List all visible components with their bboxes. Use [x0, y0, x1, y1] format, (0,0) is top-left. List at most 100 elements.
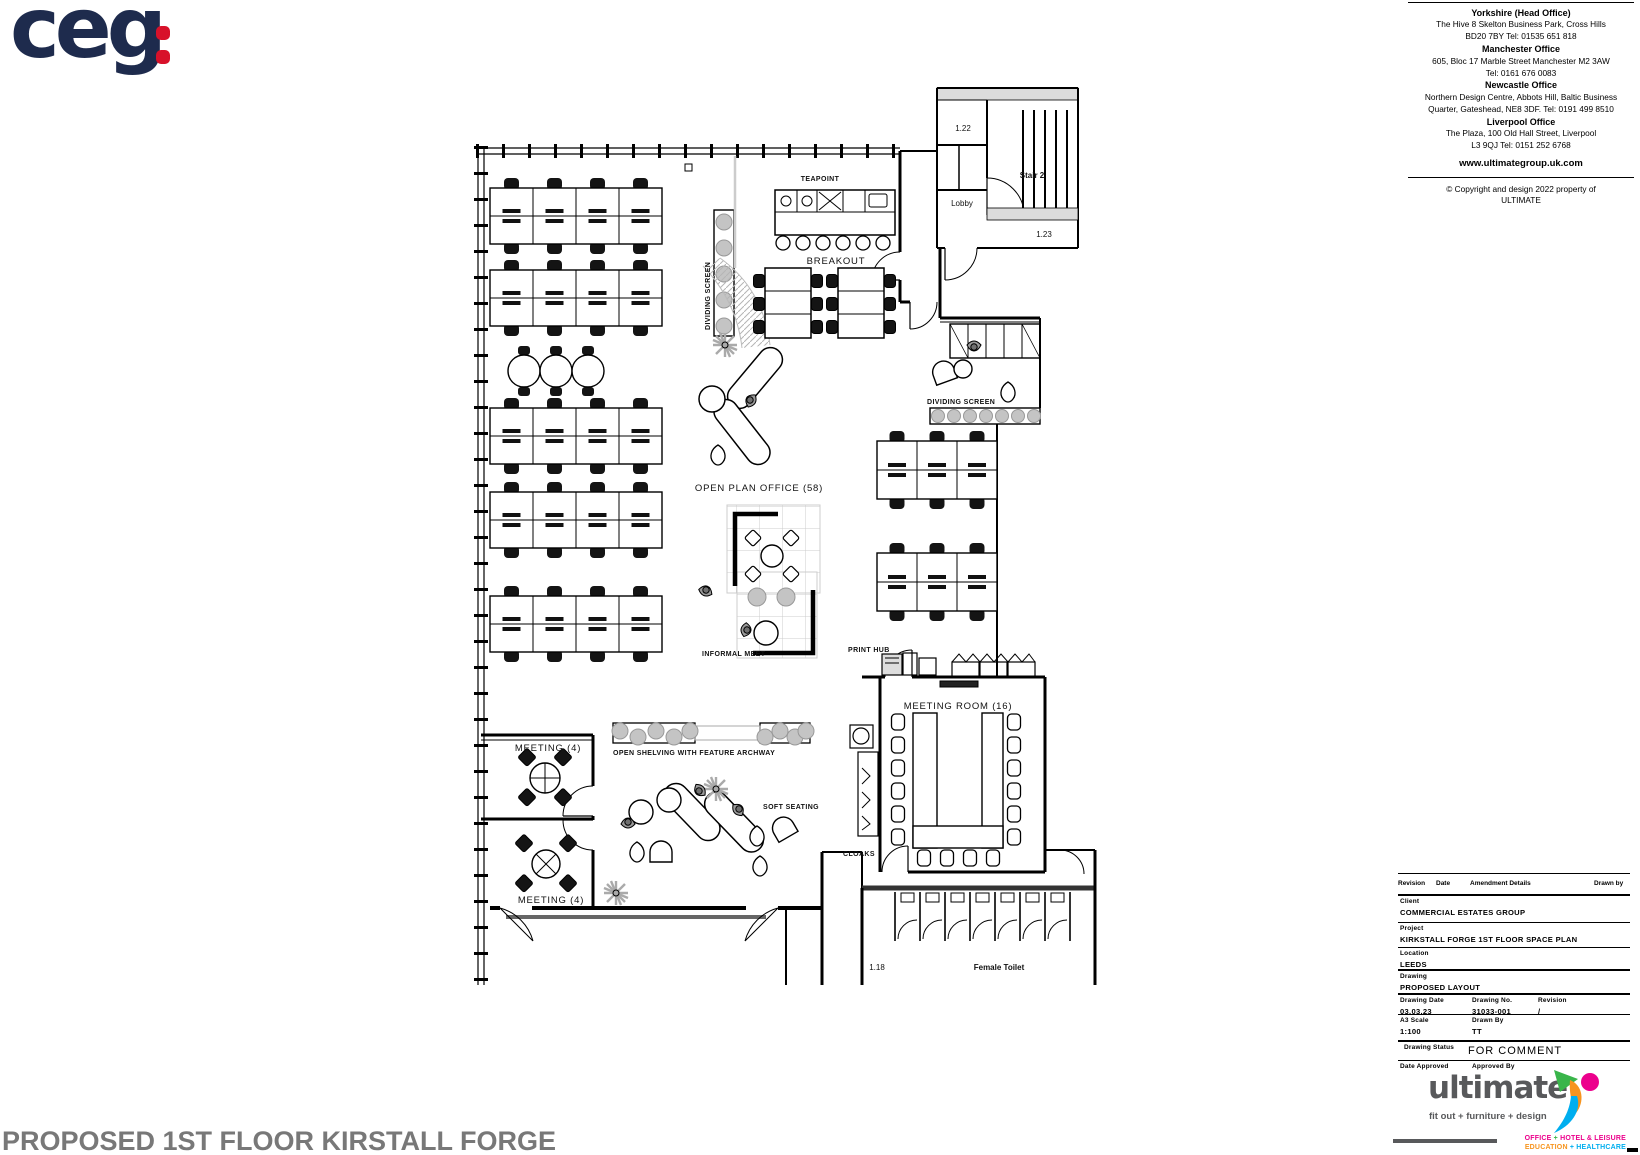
exterior-walls	[474, 144, 900, 987]
person-icon	[696, 583, 715, 599]
drawing-status-row: Drawing Status FOR COMMENT	[1398, 1042, 1630, 1061]
breakout-tables	[753, 267, 896, 339]
drawn-by-label: Drawn By	[1472, 1017, 1504, 1024]
label-room-1-23: 1.23	[1036, 230, 1052, 239]
website-link[interactable]: www.ultimategroup.uk.com	[1459, 157, 1583, 169]
label-print-hub: PRINT HUB	[848, 647, 890, 654]
header-drawn-by: Drawn by	[1594, 880, 1624, 887]
sector-education: EDUCATION	[1524, 1143, 1568, 1151]
drawing-date-label: Drawing Date	[1400, 997, 1444, 1004]
lockers-and-planters	[713, 209, 1041, 678]
hatched-walkway	[702, 156, 771, 349]
ultimate-logo: ultimate fit out + furniture + design	[1398, 1068, 1638, 1155]
label-stair-2: Stair 2	[1020, 171, 1045, 180]
office-address-line: The Plaza, 100 Old Hall Street, Liverpoo…	[1445, 128, 1597, 139]
sheet-title: PROPOSED 1ST FLOOR KIRSTALL FORGE	[2, 1126, 557, 1155]
ceg-logo-text: ceg	[10, 0, 167, 77]
ceg-colon-dot-icon	[156, 50, 170, 64]
header-date: Date	[1436, 880, 1451, 887]
drawing-no-label: Drawing No.	[1472, 997, 1513, 1004]
drawing-value: PROPOSED LAYOUT	[1400, 983, 1481, 992]
office-address-line: Quarter, Gateshead, NE8 3DF. Tel: 0191 4…	[1428, 103, 1614, 114]
label-breakout: BREAKOUT	[807, 256, 866, 267]
office-address-line: The Hive 8 Skelton Business Park, Cross …	[1436, 19, 1606, 30]
footer-divider-bar	[1393, 1139, 1497, 1143]
drawing-status-label: Drawing Status	[1404, 1044, 1455, 1051]
copyright-line: © Copyright and design 2022 property of	[1446, 183, 1596, 194]
date-approved-label: Date Approved	[1400, 1063, 1449, 1070]
drawing-label: Drawing	[1400, 973, 1428, 980]
label-room-1-22: 1.22	[955, 124, 971, 133]
location-label: Location	[1400, 950, 1429, 957]
label-lobby: Lobby	[951, 199, 973, 208]
office-name: Newcastle Office	[1484, 80, 1558, 91]
sector-hotel-leisure: HOTEL & LEISURE	[1560, 1135, 1626, 1142]
plant-icon	[602, 879, 630, 907]
ceg-logo: ceg	[10, 0, 180, 126]
scale-row: A3 Scale Drawn By 1:100 TT	[1398, 1015, 1630, 1042]
toilet-block	[860, 849, 1097, 985]
office-name: Manchester Office	[1481, 44, 1561, 55]
client-label: Client	[1400, 898, 1420, 905]
label-soft-seating: SOFT SEATING	[763, 804, 819, 811]
scale-label: A3 Scale	[1400, 1017, 1429, 1024]
revision-label: Revision	[1538, 997, 1567, 1004]
client-row: Client COMMERCIAL ESTATES GROUP	[1398, 896, 1630, 923]
sector-office: OFFICE	[1524, 1135, 1552, 1142]
lounge-cluster-right	[928, 340, 1016, 403]
ceg-colon-dot-icon	[156, 26, 170, 40]
soft-seating-cluster	[602, 775, 799, 907]
plant-icon	[711, 331, 739, 359]
plant-icon	[702, 775, 730, 803]
approval-row: Date Approved Approved By	[1398, 1061, 1630, 1081]
location-row: Location LEEDS	[1398, 948, 1630, 971]
ultimate-logo-text: ultimate	[1428, 1070, 1568, 1106]
office-address-block: Yorkshire (Head Office) The Hive 8 Skelt…	[1408, 2, 1634, 206]
office-address-line: L3 9QJ Tel: 0151 252 6768	[1471, 139, 1571, 150]
drawing-date-row: Drawing Date Drawing No. Revision 03.03.…	[1398, 995, 1630, 1016]
open-plan-desk-banks	[489, 178, 998, 662]
meeting-4-rooms	[515, 748, 577, 893]
label-open-plan-office: OPEN PLAN OFFICE (58)	[695, 483, 823, 494]
informal-meet-banquettes	[696, 504, 821, 659]
label-meeting-4-b: MEETING (4)	[518, 895, 584, 906]
project-row: Project KIRKSTALL FORGE 1ST FLOOR SPACE …	[1398, 923, 1630, 948]
label-room-1-18: 1.18	[869, 963, 885, 972]
office-address-line: BD20 7BY Tel: 01535 651 818	[1465, 31, 1577, 42]
revision-table-header: Revision Date Amendment Details Drawn by	[1398, 874, 1630, 896]
label-open-shelving: OPEN SHELVING WITH FEATURE ARCHWAY	[613, 750, 775, 757]
label-cloaks: CLOAKS	[843, 851, 875, 858]
sector-tags: OFFICE + HOTEL & LEISURE EDUCATION + HEA…	[1506, 1135, 1626, 1152]
copyright-note: © Copyright and design 2022 property of …	[1408, 176, 1634, 206]
drawing-date-value: 03.03.23	[1400, 1007, 1432, 1016]
plan-labels: TEAPOINT BREAKOUT OPEN PLAN OFFICE (58) …	[515, 124, 1053, 972]
open-shelving	[611, 722, 815, 746]
sector-healthcare: HEALTHCARE	[1576, 1143, 1626, 1151]
project-value: KIRKSTALL FORGE 1ST FLOOR SPACE PLAN	[1400, 935, 1578, 944]
label-dividing-screen-h: DIVIDING SCREEN	[927, 399, 995, 406]
drawn-by-value: TT	[1472, 1027, 1482, 1036]
label-meeting-room-16: MEETING ROOM (16)	[904, 701, 1013, 712]
office-name: Liverpool Office	[1486, 116, 1556, 127]
revision-value: /	[1538, 1007, 1541, 1016]
footer-black-dash	[1627, 1148, 1638, 1152]
label-informal-meet: INFORMAL MEET	[702, 651, 766, 658]
office-name: Yorkshire (Head Office)	[1471, 8, 1571, 18]
label-teapoint: TEAPOINT	[801, 176, 840, 183]
project-label: Project	[1400, 925, 1424, 932]
office-address-line: Tel: 0161 676 0083	[1485, 67, 1557, 78]
print-hub	[881, 652, 937, 676]
stair-block	[936, 87, 1079, 281]
scale-value: 1:100	[1400, 1027, 1421, 1036]
approved-by-label: Approved By	[1472, 1063, 1515, 1070]
person-icon	[966, 340, 982, 352]
title-block: Revision Date Amendment Details Drawn by…	[1398, 873, 1630, 1081]
interior-walls	[481, 150, 1045, 985]
location-value: LEEDS	[1400, 960, 1427, 969]
drawing-no-value: 31033-001	[1472, 1007, 1512, 1016]
label-dividing-screen-v: DIVIDING SCREEN	[705, 262, 712, 330]
meeting-room-16	[849, 677, 1047, 874]
ultimate-tagline: fit out + furniture + design	[1429, 1111, 1547, 1122]
